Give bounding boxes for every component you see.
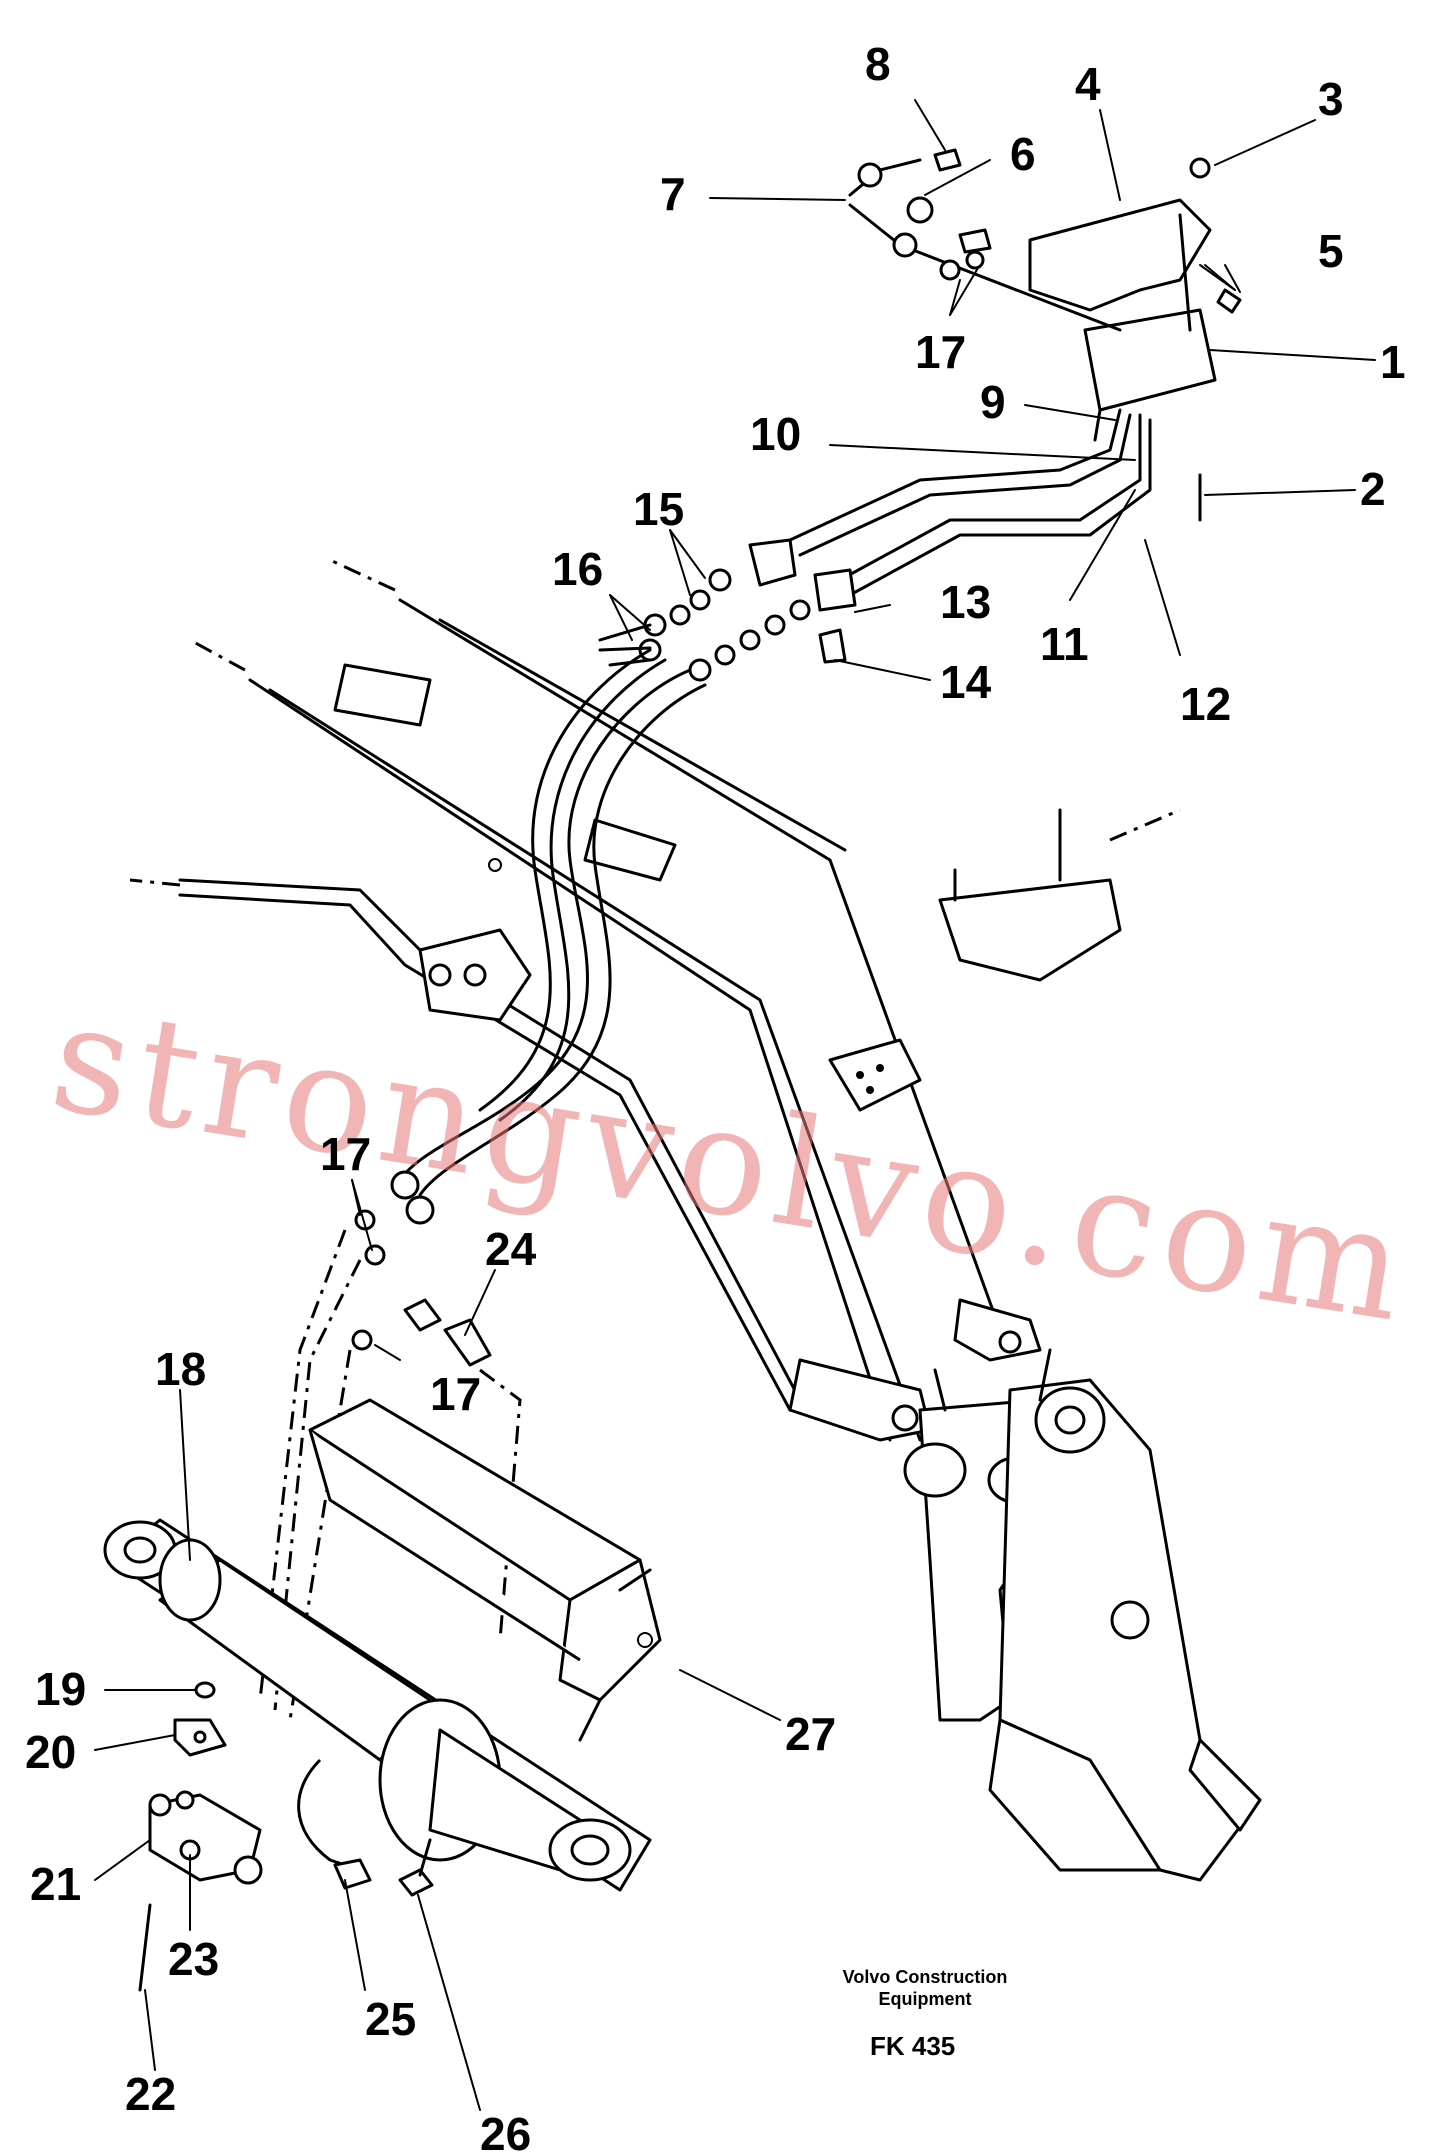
callout-16: 16	[552, 543, 603, 595]
bucket-link	[903, 1348, 1262, 1882]
credit-line-1: Volvo Construction	[843, 1967, 1008, 1987]
callout-6: 6	[1010, 128, 1036, 180]
callout-23: 23	[168, 1933, 219, 1985]
callout-21: 21	[30, 1858, 81, 1910]
callout-labels: 1 2 3 4 5 6 7 8 9 10 11 12 13 14 15 16 1…	[25, 38, 1406, 2155]
callout-3: 3	[1318, 73, 1344, 125]
callout-18: 18	[155, 1343, 206, 1395]
callout-15: 15	[633, 483, 684, 535]
callout-8: 8	[865, 38, 891, 90]
watermark-text: strongvolvo.com	[41, 970, 1423, 1356]
credit-block: Volvo Construction Equipment FK 435	[843, 1967, 1008, 2061]
callout-25: 25	[365, 1993, 416, 2045]
callout-12: 12	[1180, 678, 1231, 730]
credit-line-2: Equipment	[879, 1989, 972, 2009]
callout-2: 2	[1360, 463, 1386, 515]
callout-13: 13	[940, 576, 991, 628]
leader-lines	[94, 99, 1376, 2111]
callout-20: 20	[25, 1726, 76, 1778]
callout-27: 27	[785, 1708, 836, 1760]
callout-5: 5	[1318, 225, 1344, 277]
callout-24: 24	[485, 1223, 537, 1275]
callout-22: 22	[125, 2068, 176, 2120]
callout-10: 10	[750, 408, 801, 460]
callout-17-low: 17	[430, 1368, 481, 1420]
pipe-clamp-parts	[138, 1681, 434, 1992]
figure-code: FK 435	[870, 2031, 955, 2061]
callout-17-mid: 17	[320, 1128, 371, 1180]
callout-1: 1	[1380, 336, 1406, 388]
mid-fittings	[598, 538, 857, 682]
callout-14: 14	[940, 656, 992, 708]
boom-structure	[129, 558, 1181, 1442]
callout-4: 4	[1075, 58, 1101, 110]
callout-9: 9	[980, 376, 1006, 428]
hydraulic-cylinder	[103, 1398, 662, 1892]
callout-19: 19	[35, 1663, 86, 1715]
valve-block-assembly	[788, 157, 1242, 597]
callout-11: 11	[1040, 618, 1089, 670]
callout-7: 7	[660, 168, 686, 220]
callout-26: 26	[480, 2108, 531, 2155]
top-fittings	[848, 148, 1122, 332]
callout-17-top: 17	[915, 326, 966, 378]
